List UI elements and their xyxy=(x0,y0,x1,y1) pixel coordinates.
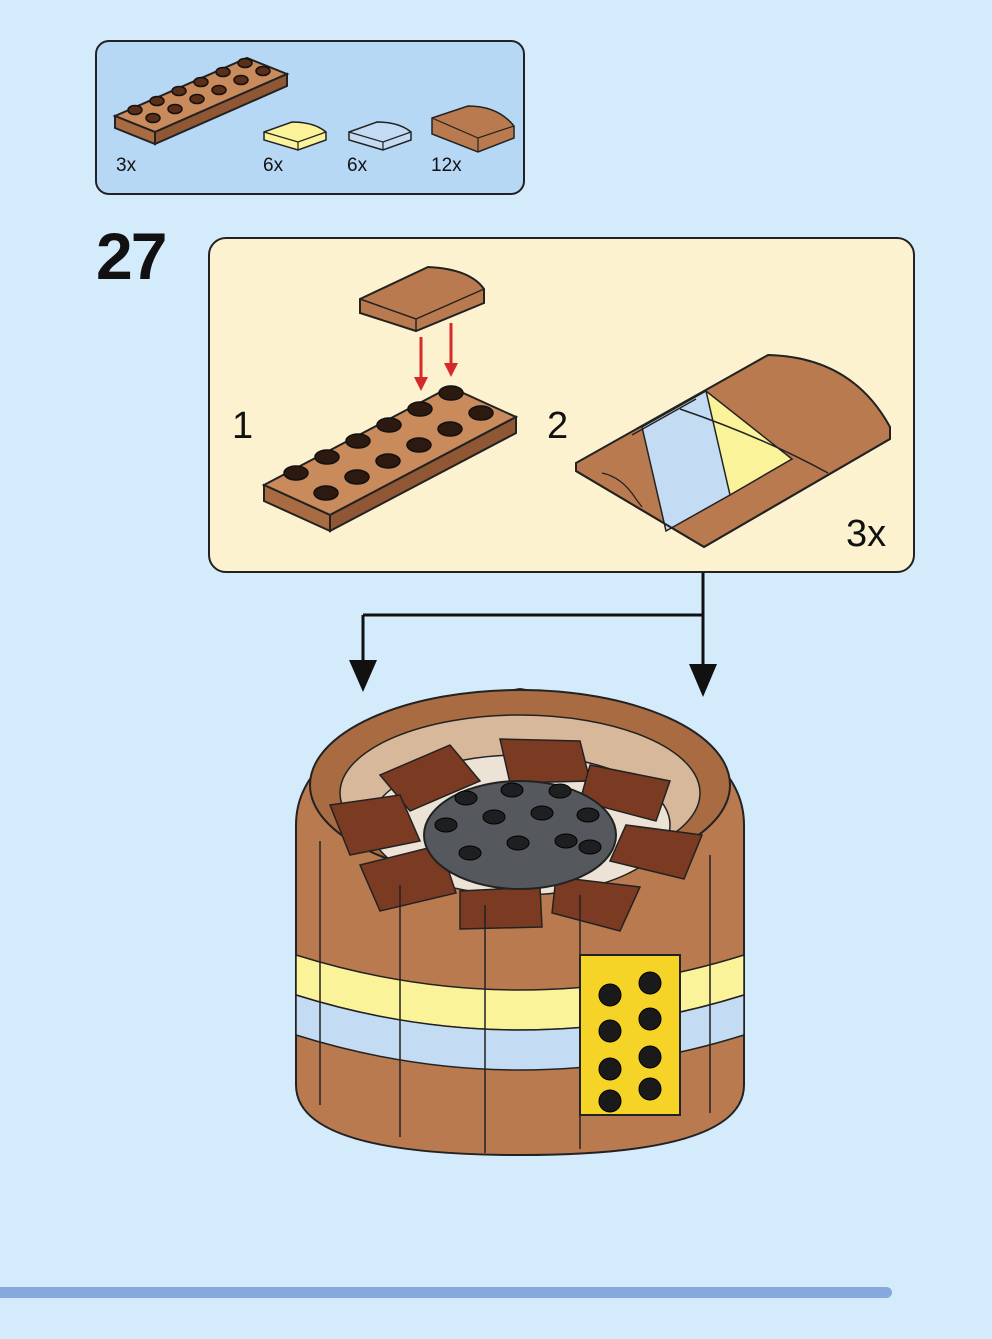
callout-arrows xyxy=(349,573,717,697)
step-number: 27 xyxy=(96,219,167,293)
part-qty-plate: 3x xyxy=(116,155,137,176)
substep-multiplier: 3x xyxy=(846,513,887,555)
curved-slope-brown-icon xyxy=(431,105,515,153)
substep-1-illustration xyxy=(261,265,519,533)
part-qty-light-blue: 6x xyxy=(347,155,368,176)
curved-slope-yellow-icon xyxy=(263,121,327,151)
substep-2-illustration xyxy=(575,353,891,549)
assembled-model-illustration xyxy=(295,687,745,1157)
part-qty-yellow: 6x xyxy=(263,155,284,176)
substep-panel: 1 2 3x xyxy=(208,237,915,573)
parts-list-box: 3x 6x 6x 12x xyxy=(95,40,525,195)
substep-2-label: 2 xyxy=(547,405,569,447)
curved-slope-light-blue-icon xyxy=(348,121,412,151)
part-qty-brown: 12x xyxy=(431,155,462,176)
plate-2x6-brown-icon xyxy=(112,56,290,146)
substep-1-label: 1 xyxy=(232,405,254,447)
progress-bar xyxy=(0,1287,892,1298)
